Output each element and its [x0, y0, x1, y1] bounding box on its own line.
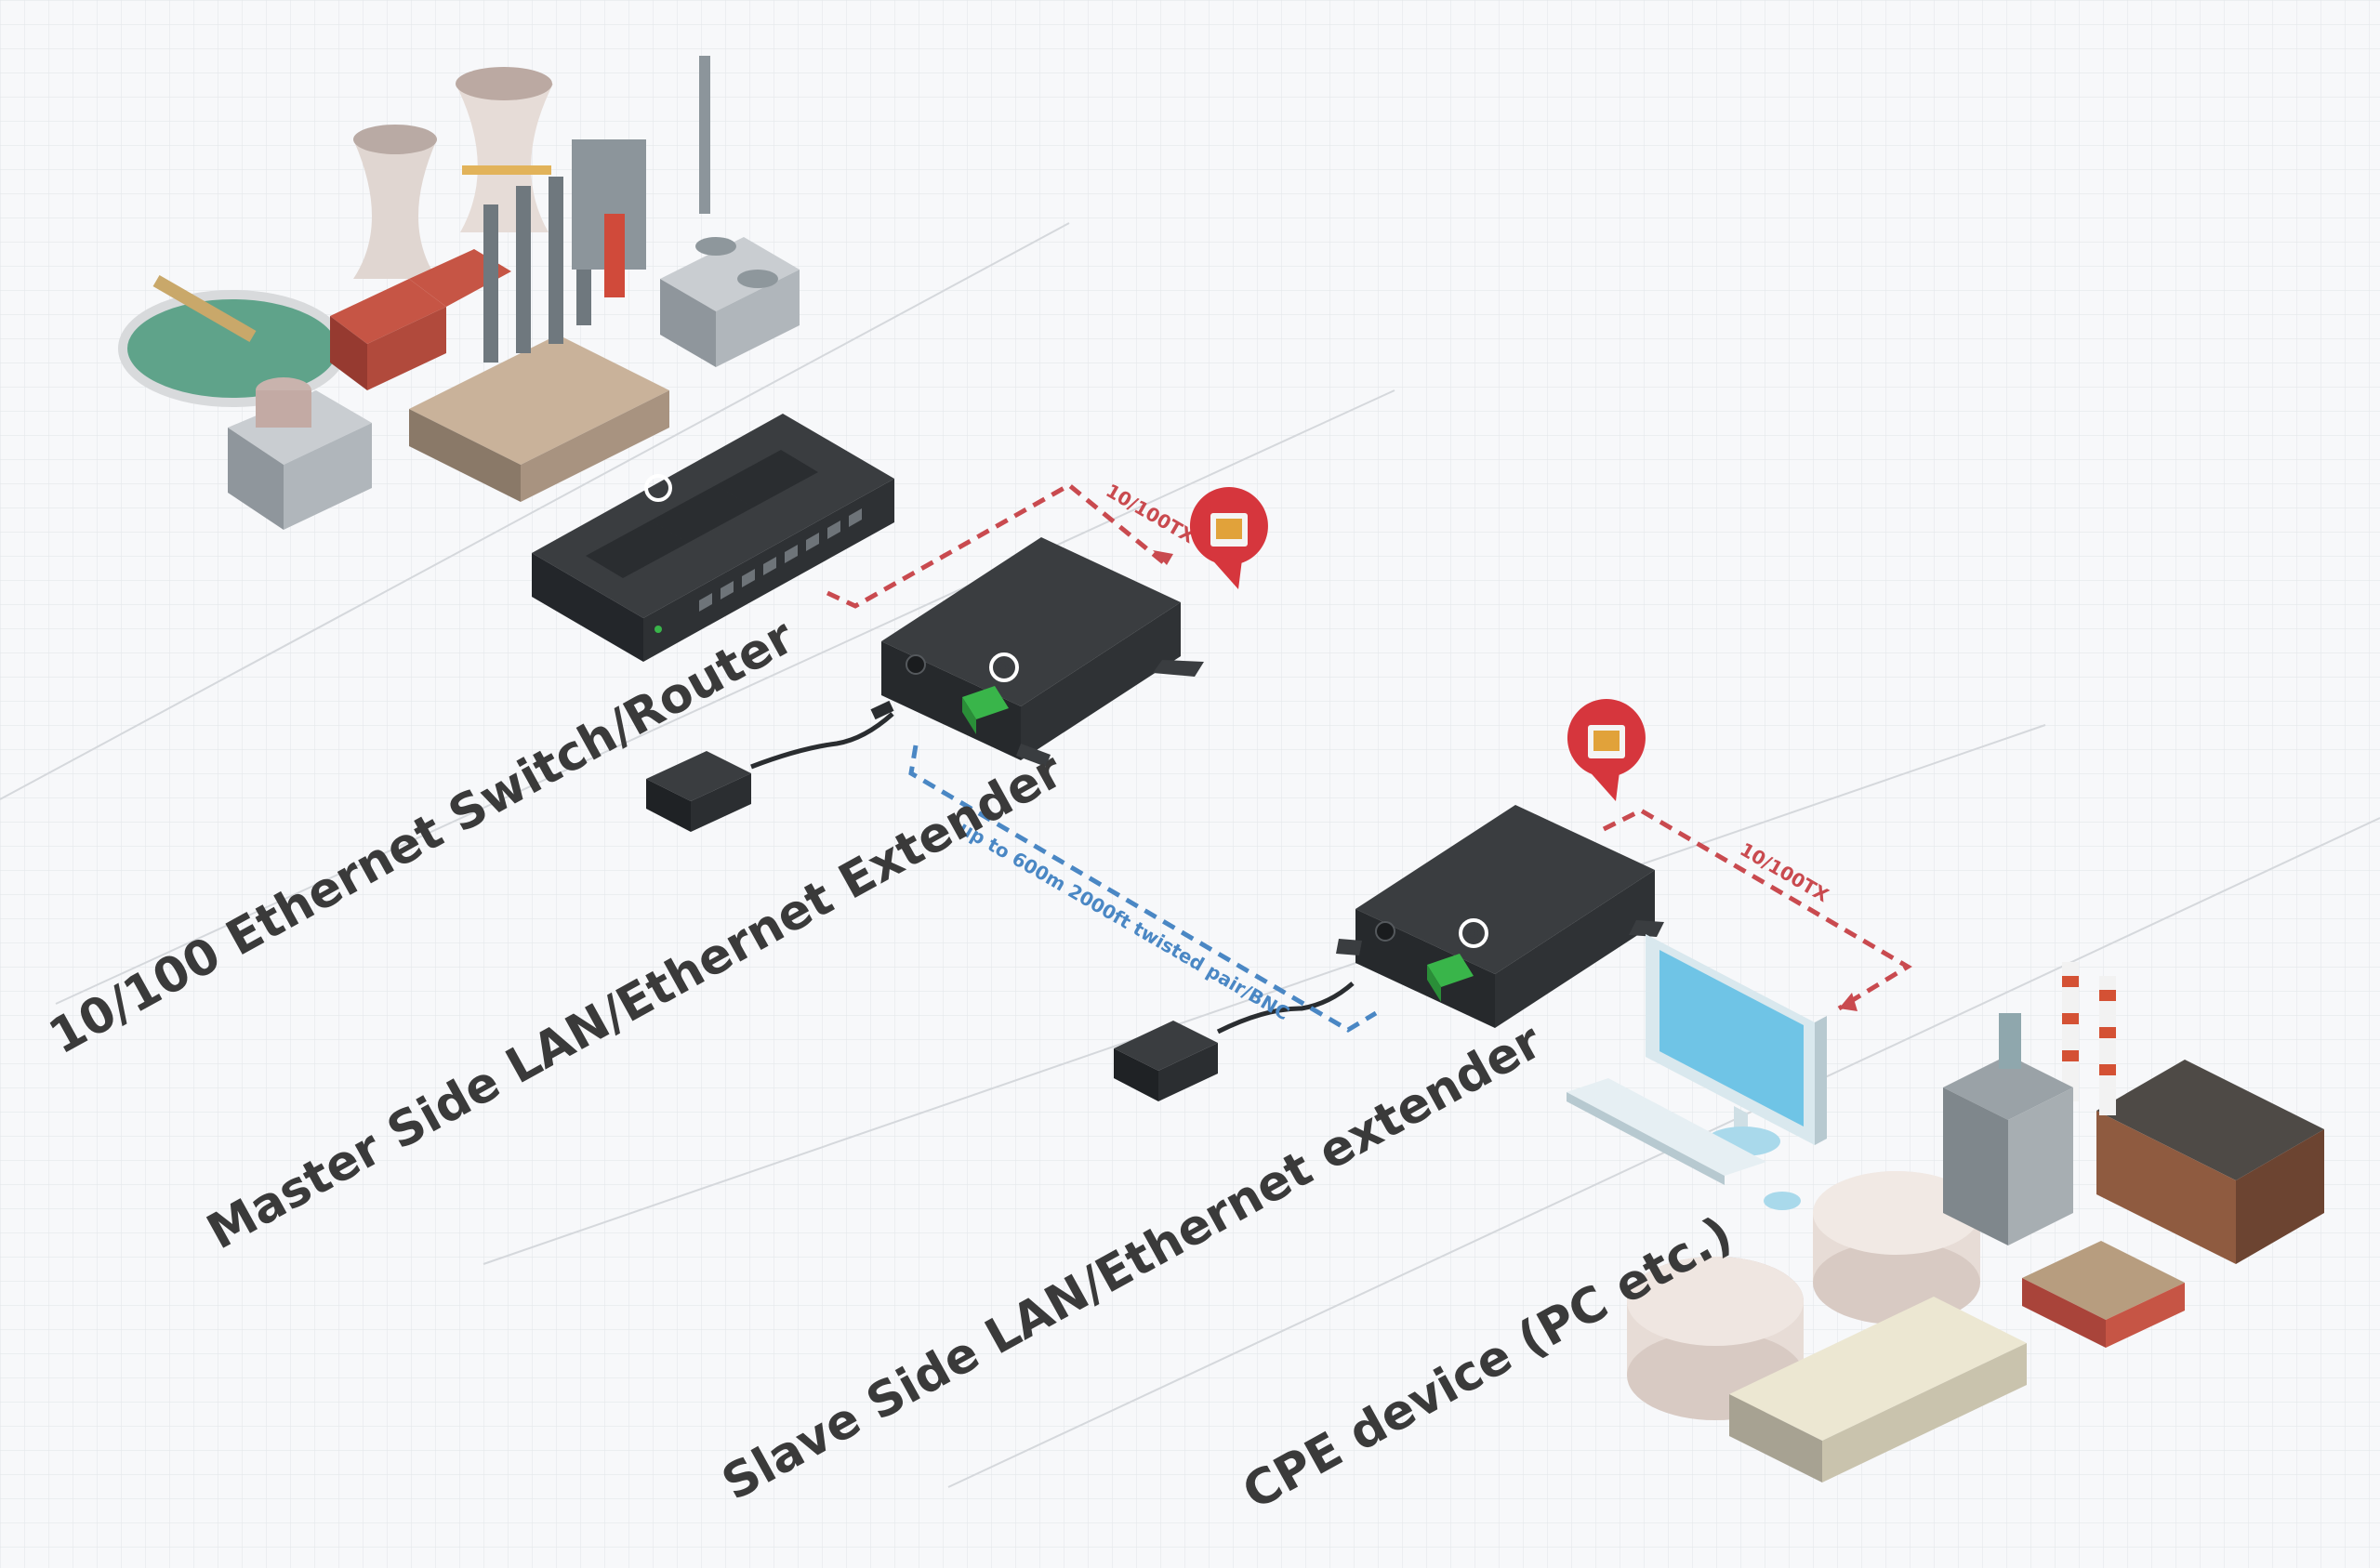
master-extender-logo: Q [997, 659, 1010, 677]
master-extender: Q [881, 537, 1204, 767]
slave-extender: Q [1336, 805, 1664, 1028]
slave-power-adapter [1114, 982, 1355, 1101]
pc-monitor [1646, 934, 1827, 1156]
power-plant-illustration [118, 56, 800, 530]
keyboard [1567, 1078, 1801, 1210]
master-power-adapter [646, 700, 894, 832]
extension-link [908, 744, 1378, 1033]
industrial-site-illustration [1627, 962, 2324, 1482]
ethernet-switch [532, 414, 894, 662]
rj45-port-pin-icon [1567, 699, 1646, 801]
rj45-port-pin-icon [1189, 487, 1268, 589]
slave-downlink-link [1602, 808, 1912, 1011]
slave-extender-logo: Q [1466, 925, 1479, 942]
master-uplink-link [826, 481, 1169, 609]
